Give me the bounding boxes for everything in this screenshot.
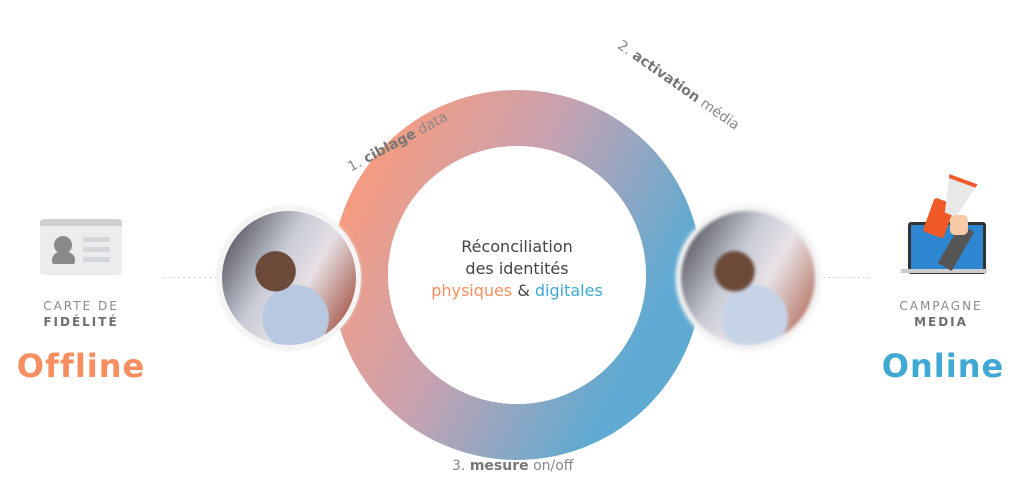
- digital-word: digitales: [534, 281, 603, 300]
- megaphone-laptop-icon: [900, 170, 990, 275]
- shopper-photo-left: [217, 206, 361, 350]
- center-text: Réconciliation des identités physiques &…: [417, 236, 617, 302]
- step-3-label: 3. mesure on/off: [452, 458, 574, 474]
- offline-title: Offline: [16, 347, 146, 385]
- center-line-2: des identités: [465, 259, 569, 278]
- right-connector: [818, 277, 870, 278]
- shopper-photo-right: [676, 206, 820, 350]
- physical-word: physiques: [431, 281, 513, 300]
- ampersand: &: [517, 281, 530, 300]
- loyalty-card-icon: [40, 219, 122, 275]
- left-connector: [162, 277, 217, 278]
- step-2-label: 2. activation média: [614, 37, 742, 133]
- center-line-1: Réconciliation: [461, 237, 573, 256]
- ring-center: [388, 146, 646, 404]
- online-title: Online: [881, 347, 1005, 385]
